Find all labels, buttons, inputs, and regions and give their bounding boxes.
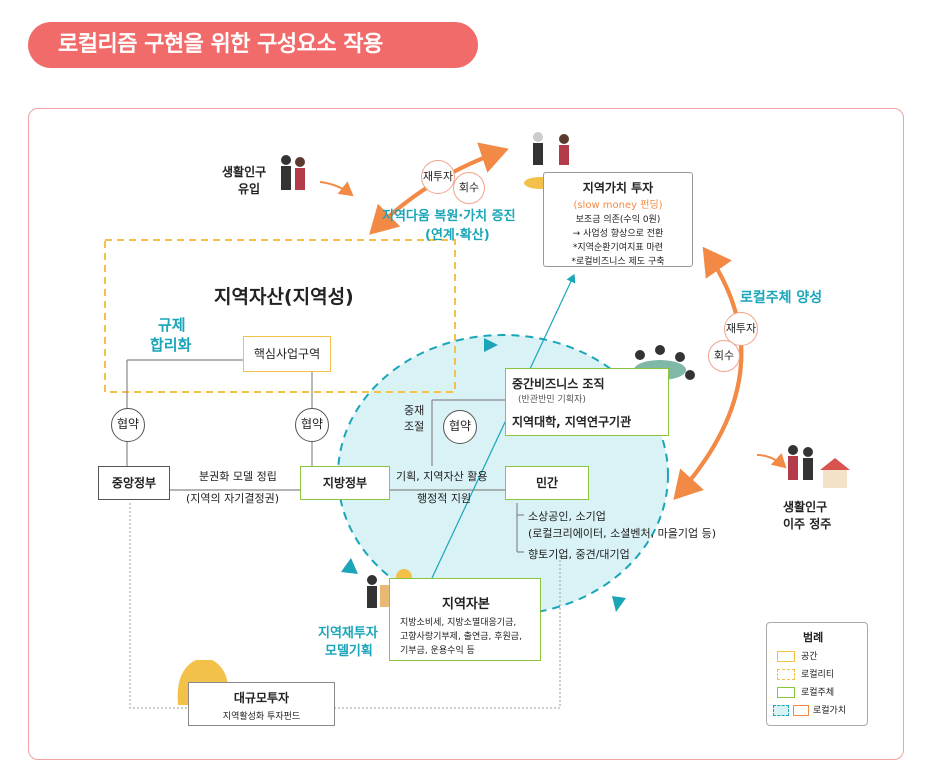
local-government-box: 지방정부	[300, 466, 390, 500]
value-invest-line-4: *로컬비즈니스 제도 구축	[571, 257, 665, 267]
legend-swatch-locality	[777, 669, 795, 680]
legend-swatch-space	[777, 651, 795, 662]
regional-capital-line-3: 기부금, 운용수익 등	[400, 646, 475, 656]
value-invest-sub: (slow money 펀딩)	[573, 200, 663, 211]
population-settle-label-1: 생활인구	[783, 500, 828, 514]
legend-swatch-actor	[777, 687, 795, 698]
agreement-circle-central: 협약	[111, 408, 145, 442]
reinvest-model-label-2: 모델기획	[325, 644, 373, 659]
middle-business-title: 중간비즈니스 조직	[512, 377, 605, 391]
regional-capital-title: 지역자본	[442, 597, 490, 612]
legend-box: 범례 공간 로컬리티 로컬주체 로컬가치	[766, 622, 868, 726]
value-invest-line-2: → 사업성 향상으로 전환	[572, 229, 664, 239]
local-actor-label: 로컬주체 양성	[740, 290, 823, 306]
restore-label-1: 지역다움 복원·가치 증진	[382, 209, 516, 224]
regional-capital-line-1: 지방소비세, 지방소멸대응기금,	[400, 618, 517, 628]
population-in-label-2: 유입	[238, 182, 261, 196]
legend-item-actor: 로컬주체	[801, 688, 835, 698]
diagram-frame	[28, 108, 904, 760]
title-banner: 로컬리즘 구현을 위한 구성요소 작용	[28, 22, 478, 68]
population-settle-label-2: 이주 정주	[783, 517, 832, 531]
population-in-label-1: 생활인구	[222, 165, 267, 179]
value-invest-box: 지역가치 투자 (slow money 펀딩) 보조금 의존(수익 0원) → …	[543, 172, 693, 267]
large-investment-box: 대규모투자 지역활성화 투자펀드	[188, 682, 335, 726]
private-sector-box: 민간	[505, 466, 589, 500]
cycle-arrowhead-left	[341, 558, 358, 574]
cycle-arrowhead-top	[484, 338, 498, 352]
legend-title: 범례	[803, 631, 824, 644]
plan-label-2: 행정적 지원	[417, 492, 472, 505]
legend-item-value: 로컬가치	[813, 706, 847, 716]
agreement-circle-private: 협약	[443, 410, 477, 444]
restore-label-2: (연계·확산)	[425, 228, 490, 243]
middle-business-sub: (반관반민 기획자)	[518, 395, 586, 405]
value-invest-line-1: 보조금 의존(수익 0원)	[575, 215, 661, 225]
regional-asset-label: 지역자산(지역성)	[214, 286, 354, 308]
university-label: 지역대학, 지역연구기관	[512, 415, 632, 429]
reinvest-model-label-1: 지역재투자	[318, 626, 378, 641]
regional-capital-box: 지역자본 지방소비세, 지방소멸대응기금, 고향사랑기부제, 출연금, 후원금,…	[389, 578, 541, 661]
mediate-label-1: 중재	[404, 404, 425, 417]
reinvest-circle-top: 재투자	[421, 160, 455, 194]
recover-circle-top: 회수	[453, 172, 485, 204]
decentral-label-1: 분권화 모델 정립	[199, 470, 277, 483]
legend-item-locality: 로컬리티	[801, 670, 835, 680]
private-item-3: 향토기업, 중견/대기업	[528, 548, 630, 561]
central-government-box: 중앙정부	[98, 466, 170, 500]
decentral-label-2: (지역의 자기결정권)	[186, 492, 280, 505]
legend-swatch-value-a	[773, 705, 789, 716]
locality-region	[104, 239, 456, 393]
private-item-2: (로컬크리에이터, 소셜벤처, 마을기업 등)	[528, 527, 716, 540]
recover-circle-right: 회수	[708, 340, 740, 372]
large-investment-title: 대규모투자	[233, 691, 290, 705]
legend-item-space: 공간	[801, 652, 818, 662]
legend-swatch-value-b	[793, 705, 809, 716]
people-icon-settle	[788, 445, 850, 488]
middle-business-box: 중간비즈니스 조직 (반관반민 기획자) 지역대학, 지역연구기관	[505, 368, 669, 436]
mediate-label-2: 조절	[404, 420, 425, 433]
cycle-arrowhead-right	[612, 596, 626, 612]
agreement-circle-local: 협약	[295, 408, 329, 442]
regulation-label-2: 합리화	[150, 336, 192, 354]
regional-capital-line-2: 고향사랑기부제, 출연금, 후원금,	[400, 632, 522, 642]
core-zone-box: 핵심사업구역	[243, 336, 331, 372]
value-invest-title: 지역가치 투자	[582, 181, 654, 195]
large-investment-sub: 지역활성화 투자펀드	[222, 712, 301, 722]
value-invest-line-3: *지역순환기여지표 마련	[572, 243, 664, 253]
regulation-label-1: 규제	[158, 316, 186, 334]
private-item-1: 소상공인, 소기업	[528, 510, 606, 523]
plan-label-1: 기획, 지역자산 활용	[396, 470, 488, 483]
people-icon-in	[281, 155, 305, 190]
